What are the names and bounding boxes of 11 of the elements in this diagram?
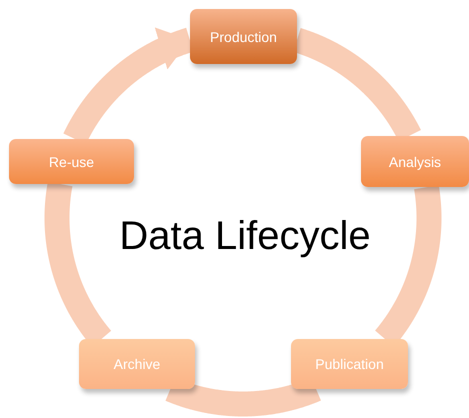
stage-label: Publication: [315, 356, 384, 372]
stage-label: Re-use: [48, 154, 94, 170]
stage-box: [190, 9, 297, 64]
stage-label: Production: [210, 28, 277, 44]
diagram-title: Data Lifecycle: [118, 214, 372, 259]
stage-label: Analysis: [388, 154, 442, 170]
stage-box: [361, 136, 469, 187]
stage-label: Archive: [114, 356, 160, 372]
stage-box: [291, 339, 408, 389]
stage-box: [9, 139, 134, 184]
stage-box: [79, 339, 195, 389]
